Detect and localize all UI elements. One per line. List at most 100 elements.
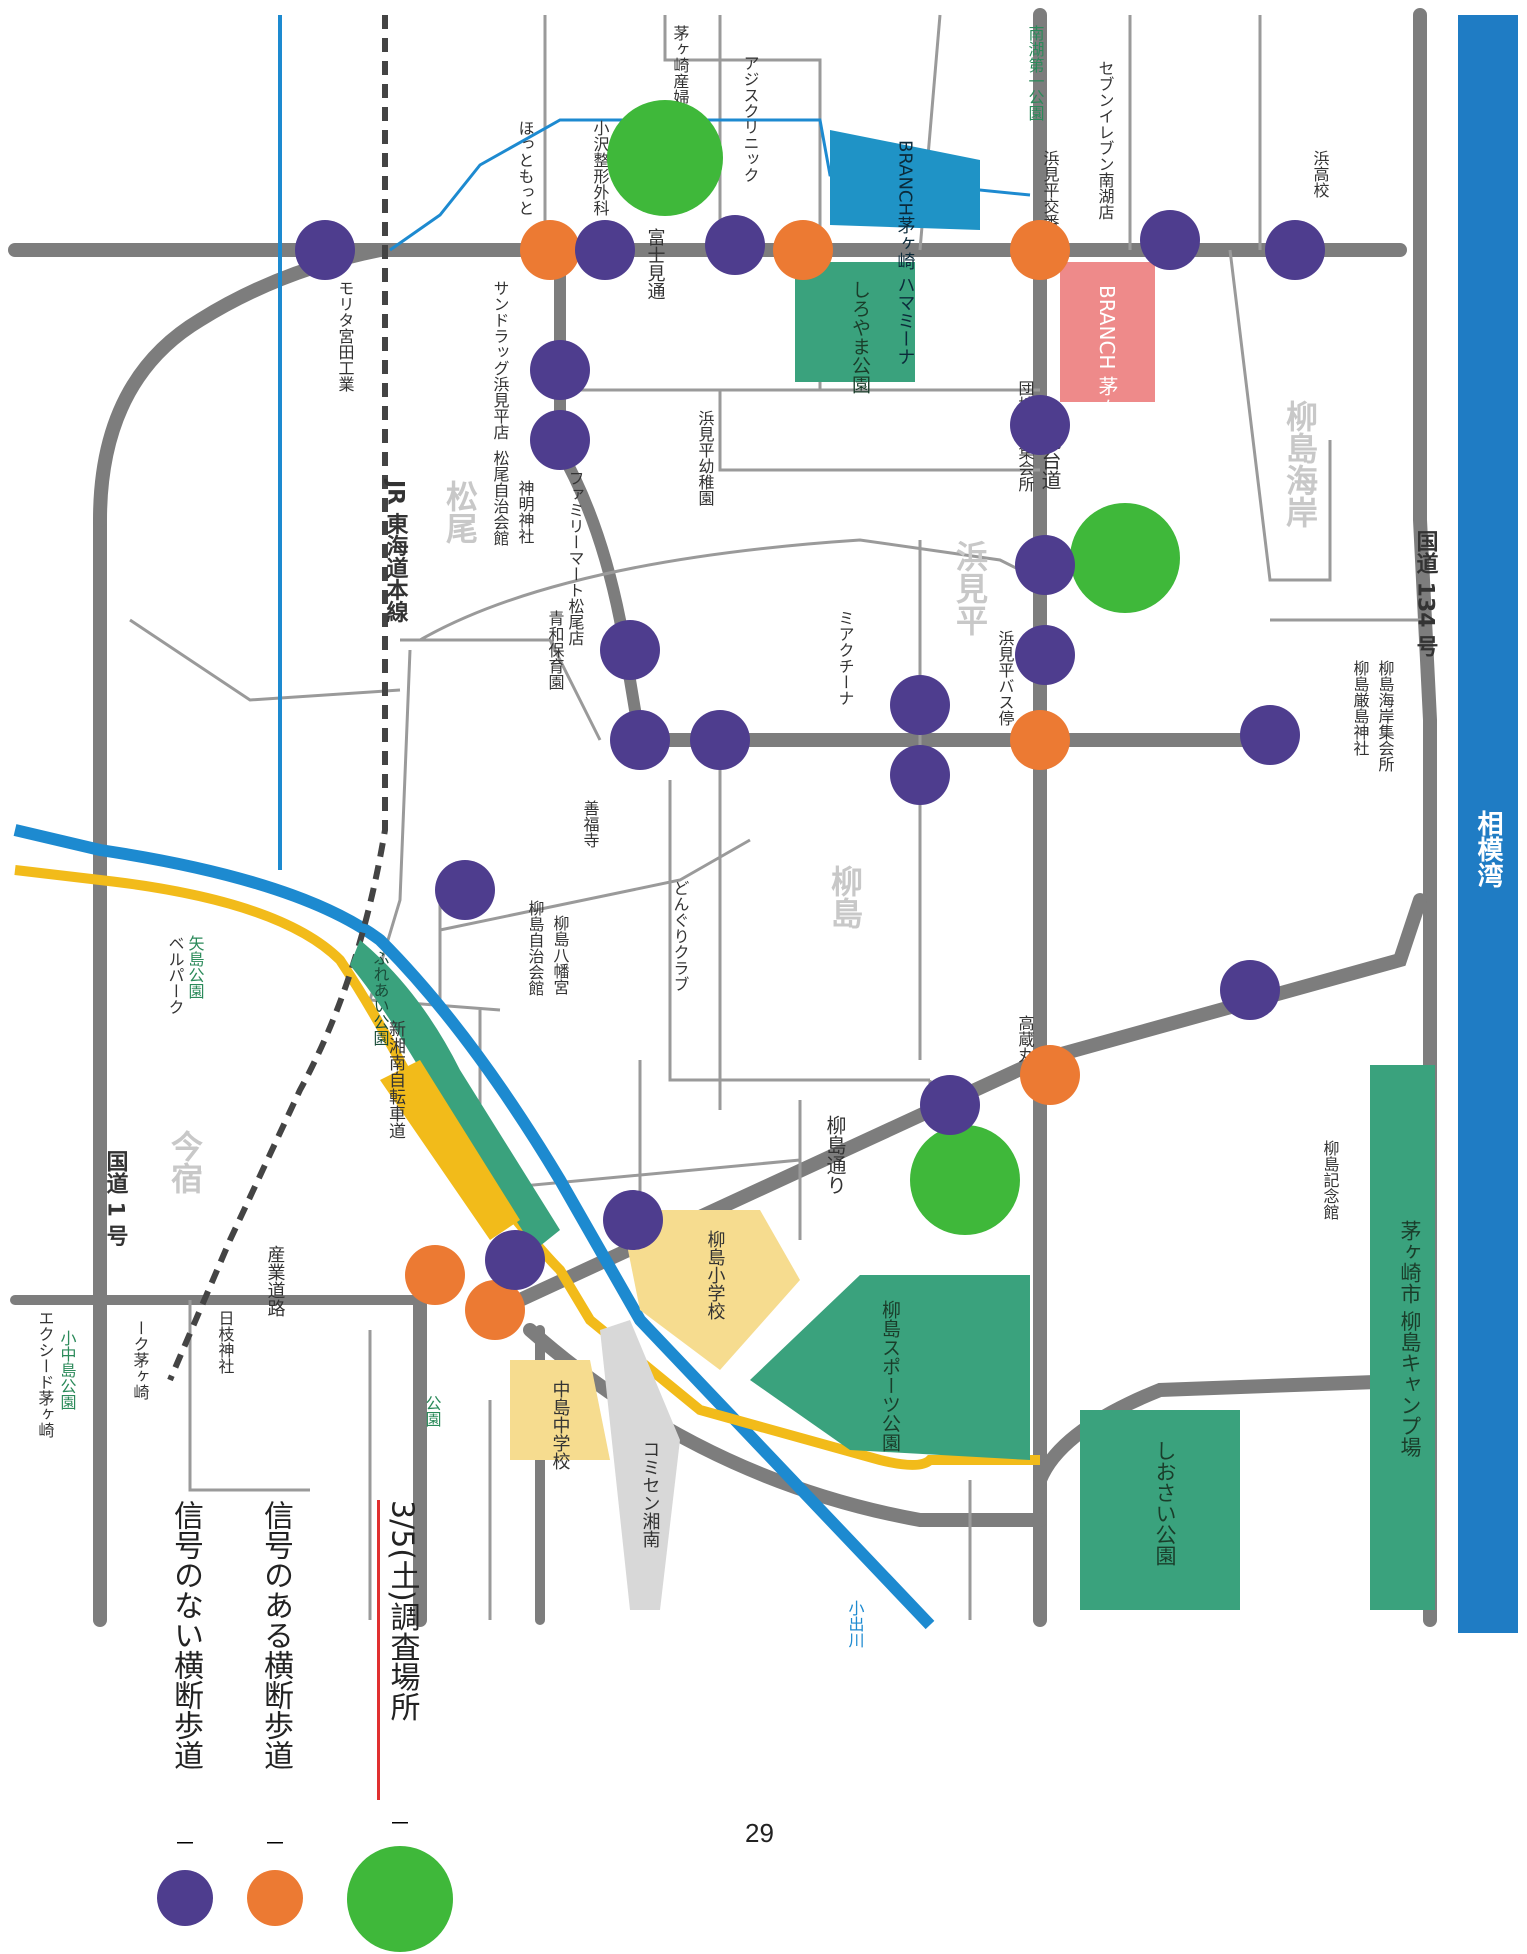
area-matsuo: 松尾 [441,480,479,545]
crossing-marker [435,860,495,920]
legend-signal-marker [247,1870,303,1926]
shiosai-park [1080,1410,1240,1610]
poi-bellpark: ベルパーク [166,935,185,1015]
river-label: 小出川 [846,1600,865,1648]
area-yanagishima: 柳島 [826,865,864,929]
signal-crossing [465,1280,525,1340]
legend-item-signal: 信号のある横断歩道 － [245,1500,305,1928]
crossing-marker [1265,220,1325,280]
crossing-marker [600,620,660,680]
poi-itsukushima: 柳島厳島神社 [1351,660,1370,756]
comcen-label: コミセン湘南 [640,1440,661,1548]
yanagishima-st-label: 柳島通り [823,1115,847,1195]
crossing-marker [1140,210,1200,270]
poi-sandrug: サンドラッグ浜見平店 [491,280,510,440]
branch-chigasaki-2 [1060,262,1155,402]
legend-signal-text: 信号のある横断歩道 [258,1500,293,1770]
poi-morita: モリタ宮田工業 [336,280,355,392]
yanagishima-es-label: 柳島小学校 [705,1230,726,1320]
signal-crossing [1020,1045,1080,1105]
area-yanagishima-kaigan: 柳島海岸 [1281,400,1319,528]
shiosai-label: しおさい公園 [1153,1440,1177,1566]
map: 相模湾 [8,8,1518,1952]
signal-crossing [1010,710,1070,770]
nakajima-jhs-label: 中島中学校 [550,1380,571,1470]
bike-path [14,865,1040,1470]
poi-kinder: 浜見平幼稚園 [696,410,715,506]
signal-crossing [405,1245,465,1305]
camp-label: 茅ヶ崎市 柳島キャンプ場 [1398,1220,1422,1458]
jr-line-label: JR 東海道本線 [383,478,409,623]
crossing-marker [485,1230,545,1290]
comcen-shonan [600,1320,680,1610]
poi-mia: ミアクチーナ [836,610,855,706]
poi-familymart: ファミリーマート松尾店 [566,470,585,646]
area-imajuku: 今宿 [166,1129,204,1194]
crossing-marker [1010,395,1070,455]
poi-busstop: 浜見平バス停 [996,630,1015,727]
bike-path-label-box [380,1060,520,1240]
poi-donguri: どんぐりクラブ [671,880,690,992]
poi-takakura: 高蔵丸 [1016,1015,1035,1063]
crossing-marker [1015,625,1075,685]
sea-label: 相模湾 [1473,810,1503,889]
no-signal-crossings [295,210,1325,1290]
branch1-label: BRANCH茅ヶ崎 ハマミーナ [895,140,916,366]
shiroyama-label: しろやま公園 [849,280,871,394]
crossing-marker [1015,535,1075,595]
branch-chigasaki-hamamina [830,130,980,230]
crossing-marker [530,340,590,400]
crossing-marker [920,1075,980,1135]
poi-konakajima: 小中島公園 [58,1330,77,1410]
poi-shinmei: 神明神社 [516,480,535,544]
jr-tokaido-line [167,15,388,1382]
poi-clinic: アジスクリニック [741,55,760,183]
signal-crossing [1010,220,1070,280]
survey-sites [607,100,1180,1235]
poi-matsuo-hall: 松尾自治会館 [491,450,510,546]
crossing-marker [1220,960,1280,1020]
legend-survey-marker [347,1846,453,1952]
koide-river [13,824,935,1630]
route1-label: 国道 1 号 [103,1150,129,1247]
poi-kaigan-hall: 柳島海岸集会所 [1376,660,1395,772]
signal-crossing [773,220,833,280]
poi-kinenkan: 柳島記念館 [1321,1140,1340,1220]
poi-ozawa: 小沢整形外科 [591,120,610,216]
poi-park-c: ーク茅ヶ崎 [131,1320,150,1400]
nakajima-junior-high [510,1360,610,1460]
legend-item-no-signal: 信号のない横断歩道 － [155,1500,215,1928]
poi-yajima: 矢島公園 [186,935,205,999]
legend-no-signal-marker [157,1870,213,1926]
riverside-park [350,940,560,1250]
poi-labels: モリタ宮田工業 ほっともっと 小沢整形外科 茅ヶ崎産婦人科 アジスクリニック 南… [36,25,1395,1438]
poi-zenpukuji: 善福寺 [581,800,600,848]
survey-site [607,100,723,216]
crossing-marker [890,745,950,805]
crossing-marker [610,710,670,770]
bike-path-label: 新湘南自転車道 [385,1020,406,1139]
poi-seiwa: 青和保育園 [546,610,565,690]
minor-roads [129,14,1430,1620]
crossing-marker [603,1190,663,1250]
signal-crossing [520,220,580,280]
page-number: 29 [745,1818,774,1848]
poi-hottomotto: ほっともっと [516,120,535,216]
legend-no-signal-dash: － [173,1832,196,1857]
yanagishima-dori [513,893,1427,1307]
crossing-marker [705,215,765,275]
poi-exceed: エクシード茅ヶ崎 [36,1310,55,1438]
signal-crossings [405,220,1080,1340]
poi-nanko-park: 南湖第一公園 [1026,25,1045,121]
legend-survey-dash: － [388,1812,411,1837]
sea [1458,15,1518,1633]
camp-park [1370,1065,1435,1610]
area-hamamihira: 浜見平 [951,540,989,636]
poi-park-small: 公園 [423,1395,442,1427]
legend-item-survey: 3/5(土)調査場所 － [345,1500,455,1954]
crossing-marker [1240,705,1300,765]
legend-no-signal-text: 信号のない横断歩道 [168,1500,203,1770]
shiroyama-park [795,262,915,382]
crossing-marker [295,220,355,280]
sangyo-label: 産業道路 [265,1245,286,1317]
